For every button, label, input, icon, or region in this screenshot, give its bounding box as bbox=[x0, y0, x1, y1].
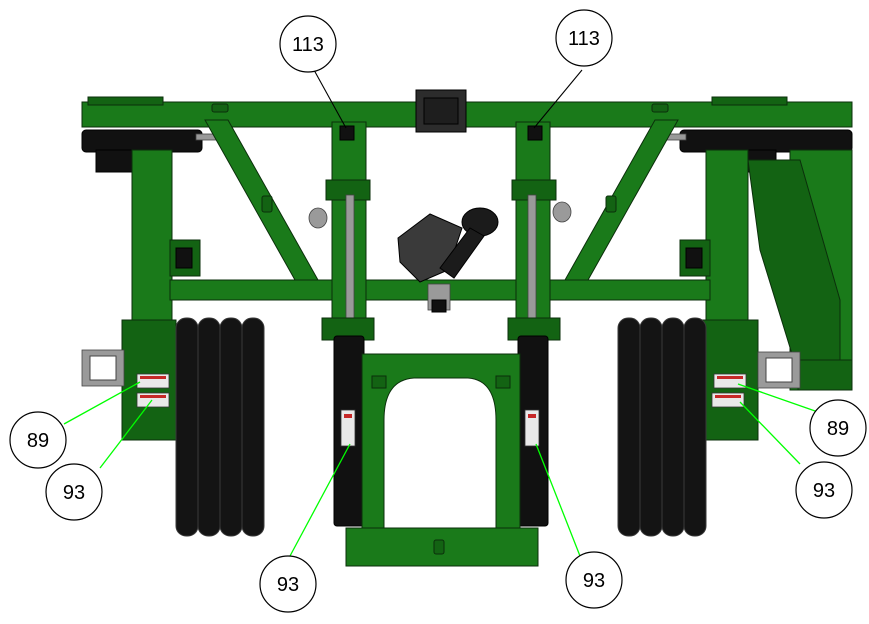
right-side-frame bbox=[747, 149, 853, 391]
callout-93-bottom-right: 93 bbox=[565, 551, 623, 609]
leader-93-bottom-left bbox=[289, 443, 351, 557]
callout-113-right: 113 bbox=[555, 9, 613, 67]
center-mount-block bbox=[415, 89, 467, 133]
right-wheel-assembly bbox=[617, 317, 707, 537]
callout-89-left: 89 bbox=[9, 411, 67, 469]
callout-93-left: 93 bbox=[45, 463, 103, 521]
callout-label: 113 bbox=[568, 28, 600, 50]
left-wheel-assembly bbox=[175, 317, 265, 537]
lower-center-frame bbox=[345, 353, 539, 567]
leader-113-right bbox=[533, 69, 583, 129]
callout-label: 93 bbox=[63, 482, 85, 504]
callout-label: 93 bbox=[583, 570, 605, 592]
left-knob bbox=[308, 207, 328, 229]
right-hitch-bracket bbox=[757, 351, 801, 389]
right-diagonal-brace bbox=[564, 119, 679, 281]
leader-89-left bbox=[63, 381, 141, 425]
lower-right-cylinder bbox=[517, 335, 549, 527]
left-decals bbox=[136, 373, 170, 408]
leader-93-left bbox=[99, 399, 153, 469]
callout-label: 89 bbox=[827, 418, 849, 440]
leader-113-left bbox=[313, 69, 347, 129]
callout-93-right: 93 bbox=[795, 461, 853, 519]
left-hitch-bracket bbox=[81, 349, 125, 387]
leader-93-right bbox=[739, 401, 801, 465]
callout-label: 93 bbox=[277, 574, 299, 596]
leader-93-bottom-right bbox=[535, 443, 581, 557]
callout-label: 113 bbox=[292, 34, 324, 56]
right-inner-column bbox=[507, 121, 561, 341]
callout-label: 89 bbox=[27, 430, 49, 452]
callout-label: 93 bbox=[813, 480, 835, 502]
center-crank-assembly bbox=[397, 207, 499, 313]
leader-89-right bbox=[737, 383, 819, 413]
callout-113-left: 113 bbox=[279, 15, 337, 73]
callout-89-right: 89 bbox=[809, 399, 867, 457]
left-inner-column bbox=[321, 121, 375, 341]
lower-left-cylinder bbox=[333, 335, 365, 527]
left-diagonal-brace bbox=[204, 119, 319, 281]
top-beam bbox=[81, 96, 853, 128]
right-knob bbox=[552, 201, 572, 223]
callout-93-bottom-left: 93 bbox=[259, 555, 317, 613]
